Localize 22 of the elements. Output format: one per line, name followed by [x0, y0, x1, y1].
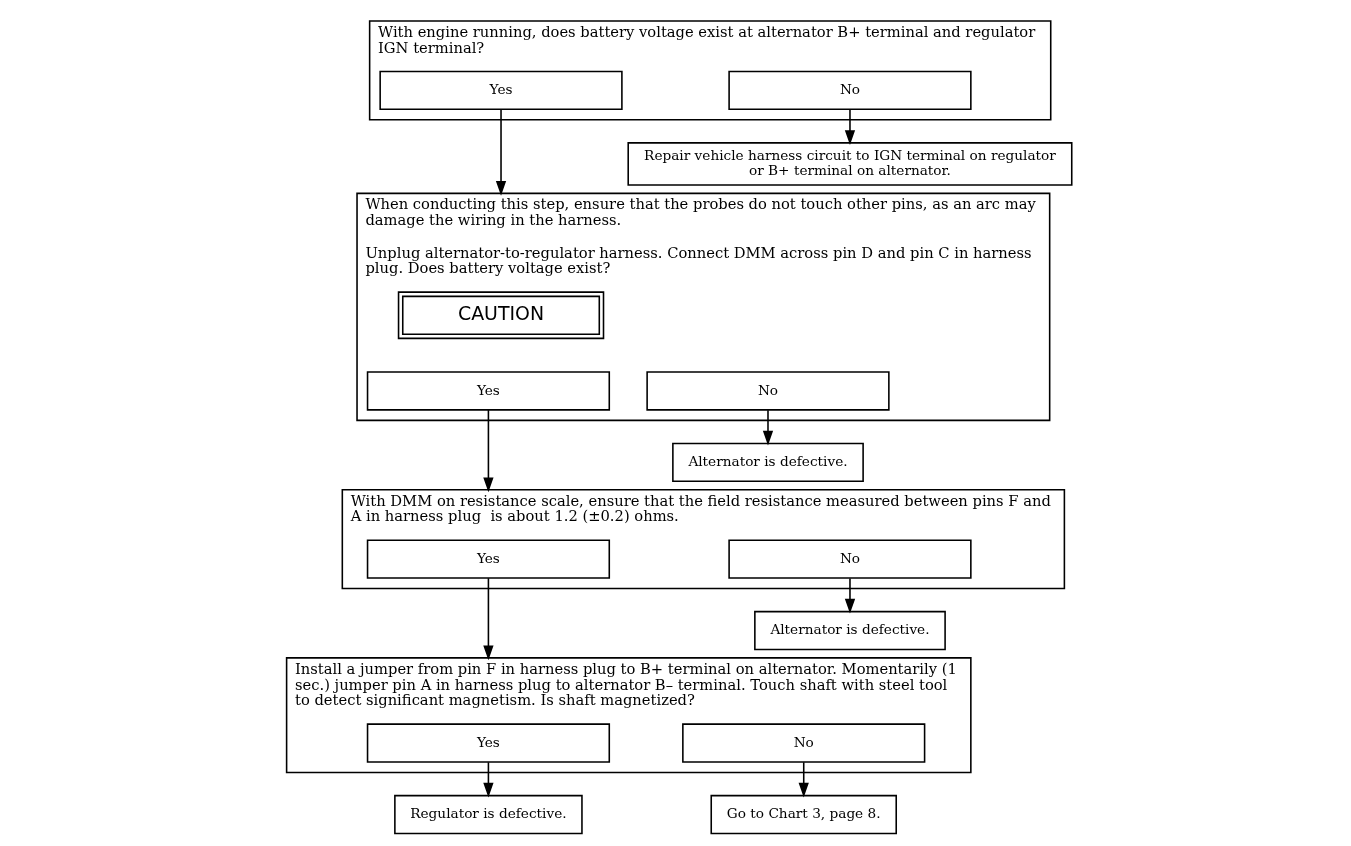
arrow [483, 577, 494, 661]
node-box: Yes [366, 539, 611, 579]
node-box: No [728, 70, 972, 111]
node-box: Yes [366, 723, 611, 763]
node-box: Go to Chart 3, page 8. [710, 794, 897, 835]
arrow [798, 761, 809, 798]
node-box: Alternator is defective. [672, 442, 864, 483]
arrow [495, 108, 507, 196]
node-box: No [728, 539, 972, 579]
arrow [844, 577, 856, 614]
node-box: CAUTION [397, 291, 605, 340]
arrow [483, 409, 494, 493]
node-box: Yes [379, 70, 623, 111]
arrow [762, 409, 774, 446]
arrow [844, 108, 856, 145]
node-box: Regulator is defective. [394, 794, 583, 835]
node-box: Yes [366, 371, 611, 411]
node-box: No [682, 723, 926, 763]
node-box: Repair vehicle harness circuit to IGN terminal on regulator or B+ terminal on alternator. [627, 142, 1073, 186]
node-box: No [646, 371, 890, 411]
arrow [483, 761, 494, 798]
node-box: Alternator is defective. [754, 610, 946, 651]
